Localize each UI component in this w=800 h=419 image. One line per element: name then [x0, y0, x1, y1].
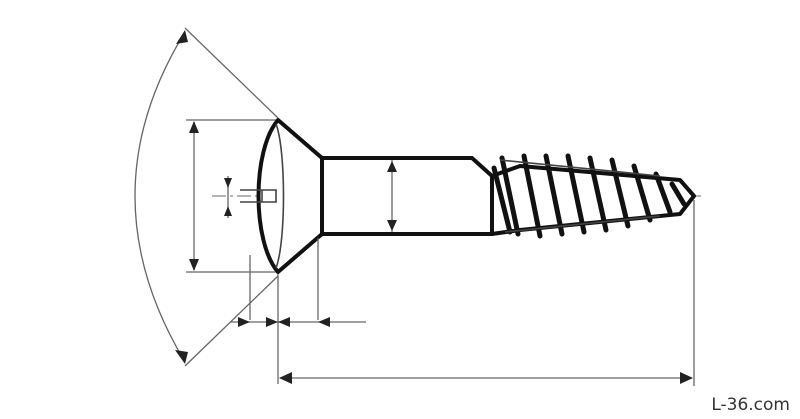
slot: [240, 189, 277, 203]
screw-head: [240, 118, 324, 274]
threaded-section: [490, 153, 696, 239]
overall-length-dimension: [279, 200, 695, 386]
head-height-dimension: [230, 238, 366, 384]
head-diameter-dimension: [186, 119, 276, 273]
slot-width-dimension: [224, 176, 232, 218]
head-angle-dimension: [134, 27, 279, 367]
watermark-text: L-36.com: [711, 395, 790, 415]
screw-shank: [320, 156, 494, 236]
